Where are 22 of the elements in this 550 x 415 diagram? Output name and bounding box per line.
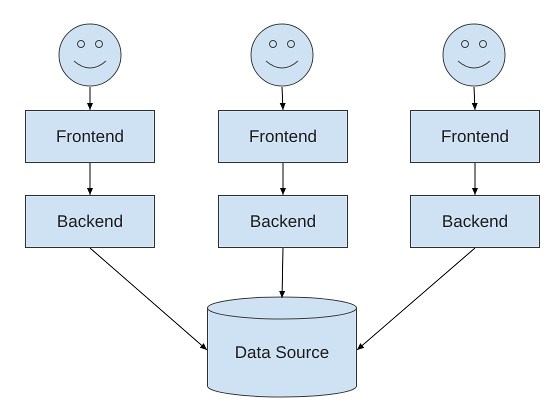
arrow bbox=[90, 248, 208, 350]
arrow bbox=[87, 162, 93, 196]
arrow bbox=[280, 86, 286, 110]
arrow bbox=[356, 248, 476, 350]
process-box bbox=[410, 110, 540, 163]
process-box bbox=[410, 195, 540, 248]
arrow bbox=[472, 86, 478, 110]
process-box bbox=[218, 110, 348, 163]
process-box bbox=[25, 195, 155, 248]
database-label: Data Source bbox=[234, 343, 330, 363]
box-label: Frontend bbox=[248, 126, 318, 146]
box-label: Backend bbox=[250, 212, 316, 232]
arrow bbox=[280, 162, 286, 196]
box-label: Backend bbox=[442, 212, 508, 232]
box-label: Backend bbox=[56, 212, 124, 232]
arrow bbox=[279, 248, 286, 298]
arrow bbox=[472, 162, 478, 196]
box-label: Frontend bbox=[440, 126, 510, 146]
arrow bbox=[87, 86, 93, 110]
process-box bbox=[218, 195, 348, 248]
process-box bbox=[25, 110, 155, 163]
box-label: Frontend bbox=[56, 126, 124, 146]
